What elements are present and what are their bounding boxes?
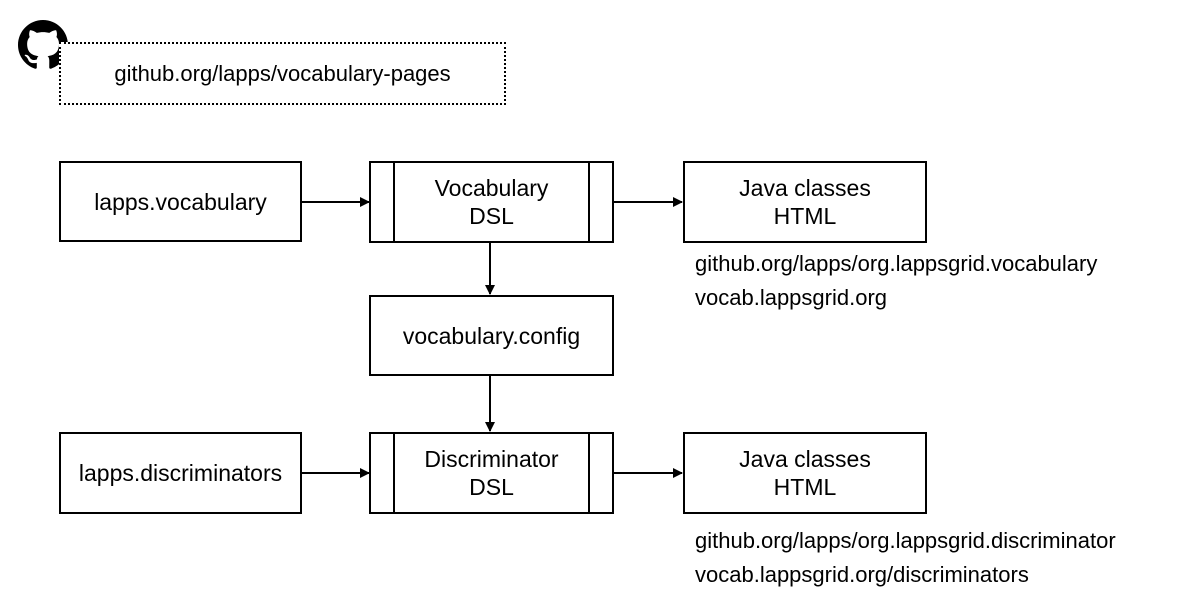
discriminator-dsl-box: Discriminator DSL [369, 432, 614, 514]
vocabulary-config-box: vocabulary.config [369, 295, 614, 376]
vocabulary-pages-link[interactable]: github.org/lapps/vocabulary-pages [114, 60, 451, 86]
discriminator-output-box: Java classes HTML [683, 432, 927, 514]
vocabulary-pages-link-box[interactable]: github.org/lapps/vocabulary-pages [59, 42, 506, 105]
vocabulary-site-link[interactable]: vocab.lappsgrid.org [695, 285, 888, 310]
discriminator-output-line1: Java classes [739, 446, 871, 472]
discriminator-repo-link[interactable]: github.org/lapps/org.lappsgrid.discrimin… [695, 528, 1116, 553]
discriminator-dsl-line2: DSL [469, 474, 514, 500]
vocabulary-output-box: Java classes HTML [683, 161, 927, 243]
discriminator-dsl-right-bar [588, 434, 590, 512]
lapps-discriminators-box: lapps.discriminators [59, 432, 302, 514]
vocabulary-dsl-line2: DSL [469, 203, 514, 229]
discriminator-site-link[interactable]: vocab.lappsgrid.org/discriminators [695, 562, 1029, 587]
vocabulary-output-line1: Java classes [739, 175, 871, 201]
lapps-vocabulary-label: lapps.vocabulary [94, 188, 267, 215]
discriminator-dsl-line1: Discriminator [424, 446, 559, 472]
github-icon[interactable] [18, 20, 68, 70]
vocabulary-output-line2: HTML [773, 203, 837, 229]
lapps-vocabulary-box: lapps.vocabulary [59, 161, 302, 242]
vocabulary-repo-link[interactable]: github.org/lapps/org.lappsgrid.vocabular… [695, 251, 1098, 276]
vocabulary-links: github.org/lapps/org.lappsgrid.vocabular… [695, 247, 1097, 315]
vocabulary-dsl-box: Vocabulary DSL [369, 161, 614, 243]
vocabulary-dsl-label: Vocabulary DSL [395, 163, 588, 241]
discriminator-dsl-left-bar [393, 434, 395, 512]
discriminator-dsl-label: Discriminator DSL [395, 434, 588, 512]
discriminator-output-line2: HTML [773, 474, 837, 500]
vocabulary-dsl-right-bar [588, 163, 590, 241]
discriminator-links: github.org/lapps/org.lappsgrid.discrimin… [695, 524, 1116, 592]
lapps-discriminators-label: lapps.discriminators [78, 460, 283, 486]
vocabulary-dsl-line1: Vocabulary [434, 175, 549, 201]
vocabulary-dsl-left-bar [393, 163, 395, 241]
vocabulary-config-label: vocabulary.config [402, 322, 581, 349]
